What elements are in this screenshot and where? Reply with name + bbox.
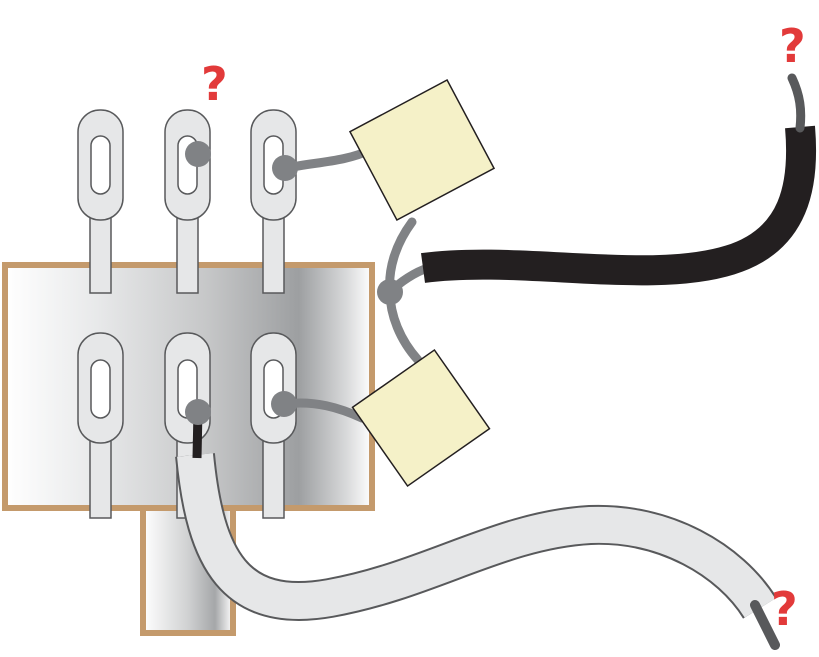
screw-top-right bbox=[272, 155, 298, 181]
screw-bottom-middle bbox=[185, 399, 211, 425]
wire-nut-lower bbox=[351, 348, 491, 488]
screw-bottom-right bbox=[271, 391, 297, 417]
question-mark-black-cable: ? bbox=[779, 19, 806, 73]
wire-top-right-terminal-to-nut bbox=[282, 145, 375, 173]
question-mark-white-cable: ? bbox=[771, 582, 798, 636]
white-cable-exposed-wire bbox=[750, 600, 780, 650]
terminal-top-left bbox=[77, 109, 124, 294]
black-cable-exposed-wire bbox=[787, 73, 806, 133]
screw-top-middle bbox=[185, 141, 211, 167]
wire-junction-dot bbox=[377, 279, 403, 305]
white-cable bbox=[175, 409, 780, 650]
black-cable bbox=[421, 73, 817, 286]
question-mark-top-terminal: ? bbox=[201, 57, 228, 111]
terminal-bottom-left bbox=[77, 332, 124, 519]
wire-nut-upper bbox=[348, 79, 496, 221]
